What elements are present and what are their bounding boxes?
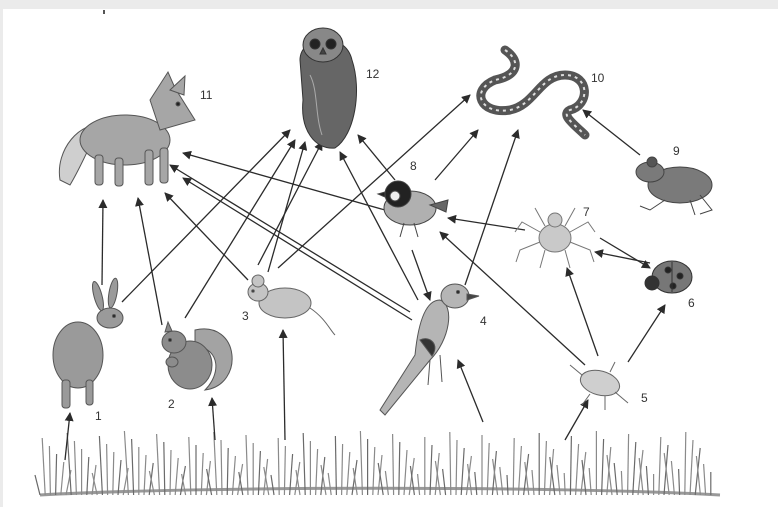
- label-3: 3: [242, 309, 249, 323]
- arrow-8-12: [358, 135, 395, 180]
- arrow-7-6: [600, 238, 650, 268]
- grass-blade: [132, 439, 134, 495]
- corner-mark: [103, 10, 105, 14]
- label-10: 10: [591, 71, 605, 85]
- label-8: 8: [410, 159, 417, 173]
- grass-blade: [271, 475, 274, 495]
- arrow-7-8: [448, 218, 525, 230]
- grass-blade: [74, 441, 76, 495]
- label-6: 6: [688, 296, 695, 310]
- label-12: 12: [366, 67, 380, 81]
- label-7: 7: [583, 205, 590, 219]
- grass-blade: [418, 474, 420, 495]
- arrow-grass4: [458, 360, 483, 422]
- grass-blade: [118, 460, 121, 495]
- grass-strip: [40, 488, 720, 495]
- arrow-grass5: [565, 400, 588, 440]
- arrow-3-12b: [258, 142, 322, 265]
- arrow-5-7: [567, 268, 598, 356]
- grass-blade: [303, 433, 305, 495]
- grass-blade: [189, 437, 191, 495]
- arrow-6-7: [595, 252, 650, 263]
- grass-blade: [628, 434, 629, 495]
- label-5: 5: [641, 391, 648, 405]
- label-9: 9: [673, 144, 680, 158]
- arrow-5-6: [628, 305, 665, 362]
- grass-blade: [113, 452, 114, 495]
- grass-blade: [214, 432, 217, 495]
- grass-blade: [246, 435, 248, 495]
- tit-bird-icon: [378, 181, 448, 237]
- grass-blade: [443, 469, 446, 495]
- fox-icon: [59, 72, 195, 186]
- squirrel-icon: [162, 322, 232, 390]
- grass-blade: [576, 444, 579, 495]
- grass-blade: [570, 436, 571, 495]
- aphid-icon: [570, 362, 628, 410]
- grass-blade: [49, 446, 50, 495]
- grass-blade: [42, 438, 45, 495]
- grass-blade: [335, 436, 336, 495]
- grass-blade: [157, 434, 160, 495]
- grass-blade: [633, 442, 636, 495]
- grass-blade: [99, 436, 102, 495]
- grass-blade: [278, 438, 279, 495]
- label-11: 11: [200, 88, 213, 102]
- label-1: 1: [95, 409, 102, 423]
- grass-blade: [513, 438, 514, 495]
- grass-blade: [679, 469, 680, 495]
- grass-blade: [170, 450, 171, 495]
- grass-blade: [56, 454, 57, 495]
- owl-icon: [300, 28, 357, 148]
- arrow-4-12: [340, 152, 418, 300]
- arrow-8-11: [183, 153, 385, 210]
- grass-blade: [164, 442, 165, 495]
- grass-blade: [532, 470, 534, 495]
- jay-bird-icon: [380, 284, 479, 415]
- grass-blade: [35, 475, 40, 495]
- frog-icon: [636, 157, 712, 215]
- arrow-8-10: [435, 130, 478, 180]
- arrow-2-11: [138, 198, 162, 325]
- label-4: 4: [480, 314, 487, 328]
- grass-blade: [144, 455, 146, 495]
- grass-blade: [564, 473, 565, 495]
- grass-blade: [690, 440, 693, 495]
- grass-blade: [87, 457, 89, 495]
- grass-blade: [456, 440, 457, 495]
- grass-blade: [385, 471, 388, 495]
- grass-blade: [685, 432, 686, 495]
- grass-blade: [328, 473, 331, 495]
- grass-blade: [659, 437, 661, 495]
- grass-blade: [544, 441, 546, 495]
- snake-icon: [481, 50, 585, 135]
- mouse-icon: [248, 275, 335, 335]
- grass-blade: [487, 443, 489, 495]
- grass-blade: [393, 434, 394, 495]
- ladybug-icon: [645, 261, 692, 293]
- arrow-1-11: [102, 200, 103, 285]
- arrow-3-12a: [268, 142, 305, 272]
- arrow-9-10: [583, 110, 640, 155]
- grass-blade: [704, 464, 706, 495]
- grass-blade: [507, 475, 508, 495]
- grass-blade: [107, 444, 108, 495]
- grass-blade: [602, 439, 604, 495]
- grass-blade: [61, 462, 64, 495]
- grass-blade: [450, 432, 451, 495]
- label-2: 2: [168, 397, 175, 411]
- grass-blade: [500, 467, 503, 495]
- grass-blades: [35, 431, 711, 495]
- hare-icon: [53, 278, 123, 408]
- grass-blade: [475, 472, 477, 495]
- grass-blade: [221, 440, 222, 495]
- grass-blade: [671, 461, 674, 495]
- arrow-grass1: [65, 413, 70, 460]
- grass-blade: [360, 431, 362, 495]
- arrow-grass3: [283, 330, 285, 440]
